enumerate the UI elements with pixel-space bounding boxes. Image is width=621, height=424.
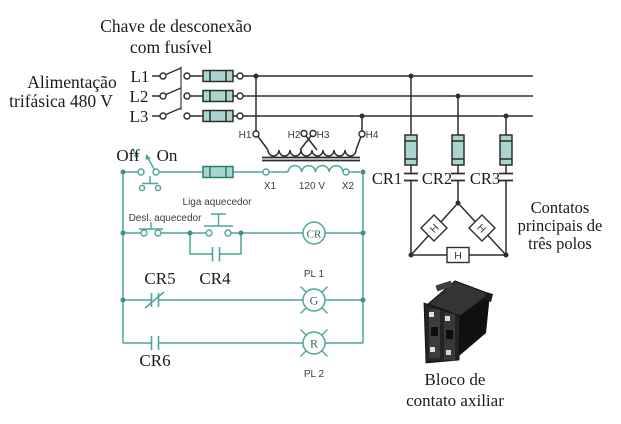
heater-element-bottom bbox=[446, 246, 470, 264]
title-line1: Chave de desconexão bbox=[100, 16, 252, 36]
on-label: On bbox=[157, 146, 178, 165]
lamp-r-letter: R bbox=[310, 337, 318, 351]
heater-element-right bbox=[468, 214, 496, 242]
phase-l3-label: L3 bbox=[130, 107, 149, 126]
heater-element-left bbox=[420, 214, 448, 242]
labels: Chave de desconexão com fusível Alimenta… bbox=[9, 16, 602, 410]
aux-contact-block-photo bbox=[423, 280, 493, 364]
stop-button-label: Desl. aquecedor bbox=[129, 213, 202, 224]
cr-coil-label: CR bbox=[307, 229, 322, 241]
branch-fuses bbox=[404, 134, 513, 166]
control-circuit bbox=[122, 171, 364, 344]
heater-bottom-label: H bbox=[454, 250, 462, 262]
cr5-label: CR5 bbox=[144, 269, 175, 288]
x2-label: X2 bbox=[342, 181, 355, 192]
contacts-caption-line2: principais de bbox=[518, 216, 603, 235]
supply-line2: trifásica 480 V bbox=[9, 91, 113, 111]
h4-label: H4 bbox=[366, 130, 379, 141]
pilot-lamp-r: R bbox=[300, 329, 328, 357]
aux-block-caption-line1: Bloco de bbox=[425, 370, 486, 389]
title-line2: com fusível bbox=[130, 37, 212, 57]
pilot-lamp-g: G bbox=[300, 286, 328, 314]
cr-coil: CR bbox=[302, 221, 326, 245]
blade-arrow-icon bbox=[145, 154, 151, 160]
aux-block-caption-line2: contato axiliar bbox=[406, 391, 504, 410]
power-junctions bbox=[253, 73, 509, 258]
cr4-label: CR4 bbox=[199, 269, 231, 288]
control-fuse bbox=[202, 165, 234, 179]
control-junctions bbox=[120, 169, 366, 303]
stop-pushbutton bbox=[139, 222, 163, 237]
power-branches bbox=[404, 76, 513, 255]
off-label: Off bbox=[116, 146, 140, 165]
off-pointer-icon bbox=[133, 151, 139, 158]
pl1-label: PL 1 bbox=[304, 269, 325, 280]
contacts-caption-line3: três polos bbox=[528, 234, 592, 253]
power-fuses bbox=[202, 69, 234, 123]
disconnect-switch bbox=[159, 66, 244, 120]
phase-l1-label: L1 bbox=[131, 67, 150, 86]
start-button-label: Liga aquecedor bbox=[183, 197, 253, 208]
lamp-g-letter: G bbox=[310, 294, 319, 308]
h3-label: H3 bbox=[317, 130, 330, 141]
cr1-label: CR1 bbox=[372, 169, 402, 188]
selector-switch bbox=[131, 148, 162, 192]
secondary-voltage-label: 120 V bbox=[299, 181, 325, 192]
h1-label: H1 bbox=[239, 130, 252, 141]
cr4-contact bbox=[211, 247, 221, 262]
heater-delta: H H H bbox=[410, 202, 507, 264]
contacts-caption-line1: Contatos bbox=[531, 198, 590, 217]
control-transformer bbox=[252, 76, 366, 176]
supply-line1: Alimentação bbox=[27, 72, 117, 92]
phase-l2-label: L2 bbox=[130, 87, 149, 106]
cr2-label: CR2 bbox=[422, 169, 452, 188]
cr3-label: CR3 bbox=[470, 169, 500, 188]
cr6-contact bbox=[150, 336, 160, 350]
cr6-label: CR6 bbox=[139, 351, 170, 370]
x1-label: X1 bbox=[264, 181, 277, 192]
cr5-contact bbox=[144, 291, 165, 309]
start-pushbutton bbox=[204, 213, 233, 237]
pl2-label: PL 2 bbox=[304, 369, 325, 380]
three-phase-lines bbox=[152, 75, 533, 117]
h2-label: H2 bbox=[288, 130, 301, 141]
